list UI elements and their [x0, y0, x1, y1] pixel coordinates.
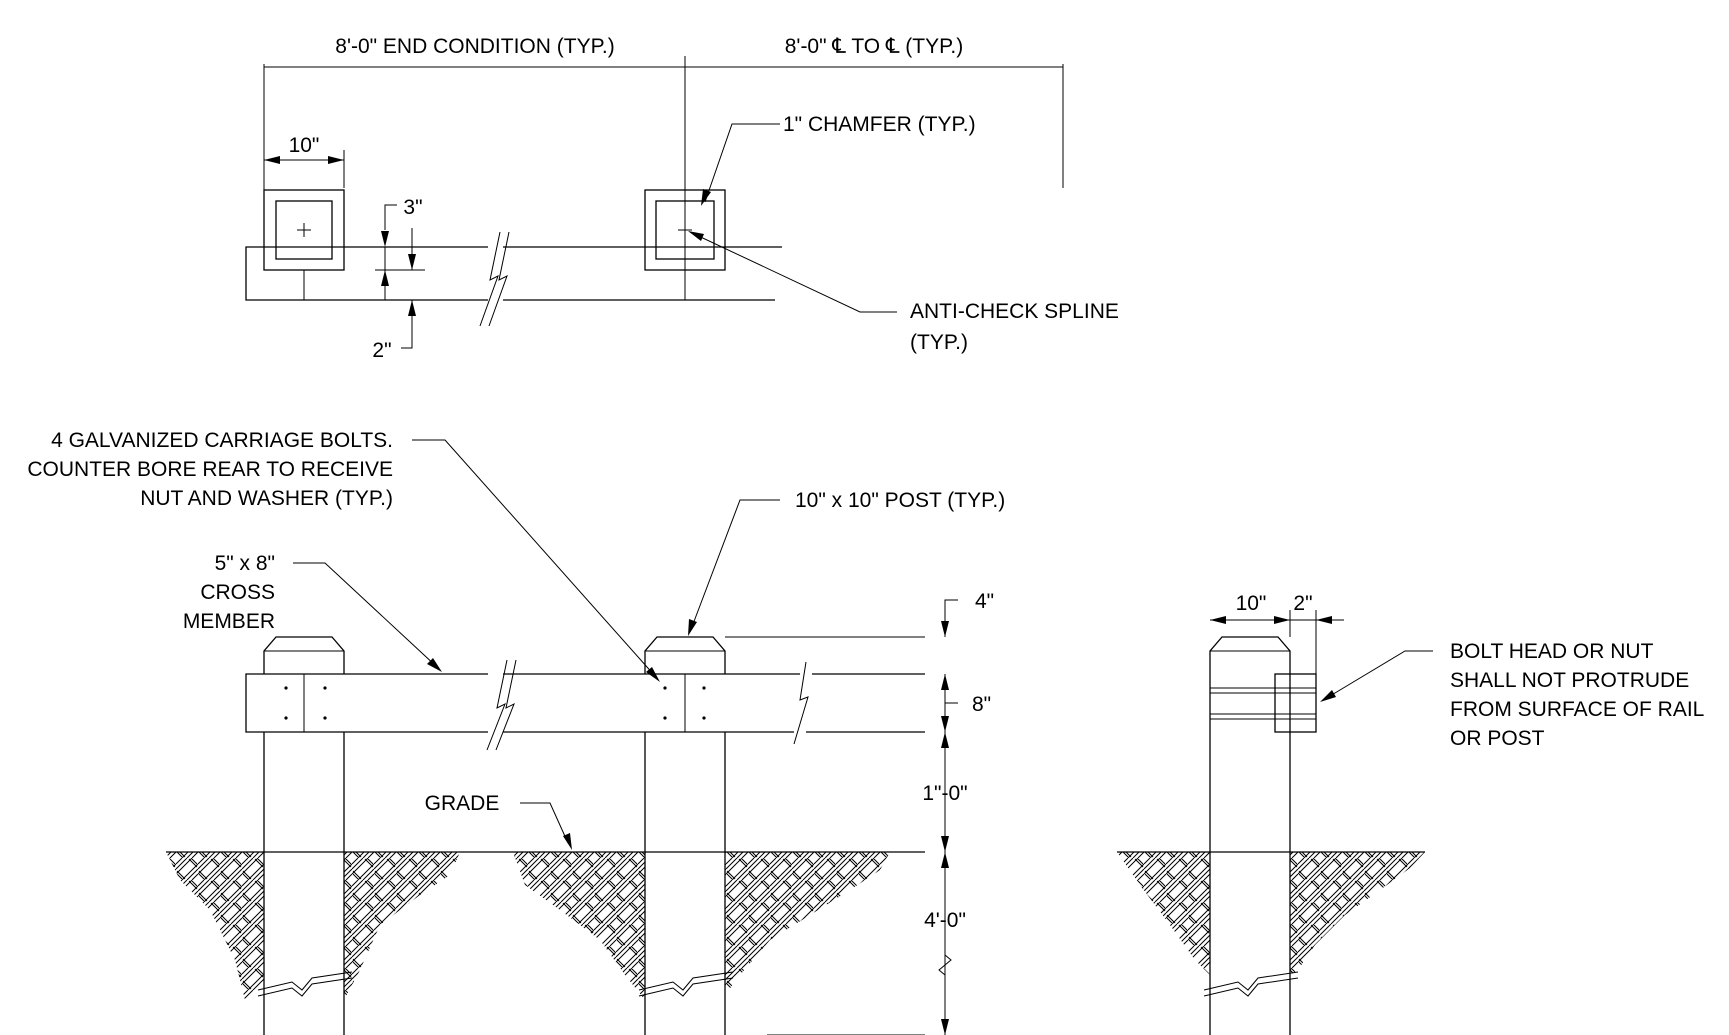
dim-2in: 2" [372, 339, 391, 362]
spline-label-line1: ANTI-CHECK SPLINE [910, 300, 1119, 323]
arrowhead [688, 619, 697, 636]
arrowhead [1316, 616, 1332, 624]
post-label: 10" x 10" POST (TYP.) [795, 489, 1005, 512]
leader-grade [520, 802, 569, 844]
bolt-dot [284, 686, 288, 690]
arrowhead [563, 833, 572, 850]
arrowhead [941, 674, 949, 690]
leader-3in [384, 204, 397, 230]
arrowhead [1274, 616, 1290, 624]
arrowhead [941, 1019, 949, 1035]
bolt-dot [323, 716, 327, 720]
rail-plan-left [245, 246, 488, 301]
break-line [257, 971, 353, 991]
arrowhead [381, 270, 389, 286]
bolt-note-line4: OR POST [1450, 727, 1545, 750]
arrowhead [1210, 616, 1226, 624]
leader-bolts [412, 439, 656, 677]
break-line [938, 954, 952, 976]
bolts-label-line3: NUT AND WASHER (TYP.) [140, 487, 393, 510]
rail-section [1274, 673, 1317, 733]
arrowhead [701, 189, 711, 206]
bolt-dot [702, 686, 706, 690]
break-line [638, 977, 734, 997]
dim-8in: 8" [972, 693, 991, 716]
arrowhead [328, 156, 344, 164]
leader-bolt-note [1324, 650, 1433, 700]
dim-4in: 4" [975, 590, 994, 613]
dim-post-width: 10" [289, 134, 320, 157]
bolt-dot [323, 686, 327, 690]
bolt-note-line3: FROM SURFACE OF RAIL [1450, 698, 1704, 721]
dim-1ft: 1"-0" [922, 782, 967, 805]
spline-label-line2: (TYP.) [910, 331, 968, 354]
leader-cross-member [293, 562, 438, 668]
rail-fill [246, 674, 806, 732]
arrowhead [264, 156, 280, 164]
soil-hatch [166, 852, 264, 1000]
spline-plan-left [275, 200, 333, 260]
bolt-note-line2: SHALL NOT PROTRUDE [1450, 669, 1689, 692]
arrowhead [1320, 690, 1336, 702]
arrowhead [427, 658, 442, 672]
arrowhead [381, 231, 389, 247]
cross-label-line2: CROSS [200, 581, 275, 604]
arrowhead [941, 621, 949, 637]
grade-label: GRADE [425, 792, 500, 815]
leader-spline [689, 231, 897, 313]
break-line [488, 231, 510, 327]
dim-center-to-center: 8'-0" ℄ TO ℄ (TYP.) [785, 35, 963, 58]
soil-hatch [1290, 852, 1425, 975]
section-view: 10" 2" BOLT HEAD OR NUT SHALL NOT PROTRU… [1117, 592, 1704, 1035]
break-line [1203, 971, 1299, 991]
bolt-dot [284, 716, 288, 720]
soil-hatch [344, 852, 460, 1000]
arrowhead [646, 667, 660, 682]
cross-label-line3: MEMBER [183, 610, 275, 633]
soil-hatch [513, 852, 645, 1000]
break-line [479, 231, 501, 327]
arrowhead [688, 231, 704, 241]
chamfer-label: 1" CHAMFER (TYP.) [783, 113, 976, 136]
leader-4in [944, 599, 958, 620]
break-line [1203, 977, 1299, 997]
arrowhead [408, 254, 416, 270]
arrowhead [941, 852, 949, 868]
leader-chamfer [704, 123, 780, 203]
elevation-view: 4" 8" 1"-0" 4'-0" 4 GALVANIZED CARRIAGE … [27, 429, 1005, 1035]
dim-3in: 3" [403, 196, 422, 219]
break-line [793, 661, 809, 745]
section-post [1209, 636, 1291, 1035]
arrowhead [408, 300, 416, 316]
soil-hatch [1117, 852, 1210, 975]
break-line [486, 659, 508, 751]
bolts-label-line2: COUNTER BORE REAR TO RECEIVE [27, 458, 393, 481]
plan-view: 8'-0" END CONDITION (TYP.) 8'-0" ℄ TO ℄ … [245, 35, 1119, 362]
soil-hatch [725, 852, 890, 995]
arrowhead [941, 716, 949, 732]
arrowhead [941, 732, 949, 748]
break-line [638, 971, 734, 991]
bolt-dot [663, 716, 667, 720]
post-plan-right [644, 189, 726, 271]
cross-member-left [245, 673, 488, 733]
bolts-label-line1: 4 GALVANIZED CARRIAGE BOLTS. [51, 429, 393, 452]
dim-10in: 10" [1236, 592, 1267, 615]
break-line [495, 659, 517, 751]
dim-4ft: 4'-0" [924, 909, 966, 932]
dim-2in: 2" [1293, 592, 1312, 615]
cross-label-line1: 5" x 8" [215, 552, 275, 575]
bolt-dot [663, 686, 667, 690]
arrowhead [941, 836, 949, 852]
dim-end-condition: 8'-0" END CONDITION (TYP.) [335, 35, 614, 58]
spline-plan-right [655, 200, 715, 260]
break-line [257, 977, 353, 997]
bolt-dot [702, 716, 706, 720]
leader-post [689, 499, 780, 633]
bolt-note-line1: BOLT HEAD OR NUT [1450, 640, 1654, 663]
